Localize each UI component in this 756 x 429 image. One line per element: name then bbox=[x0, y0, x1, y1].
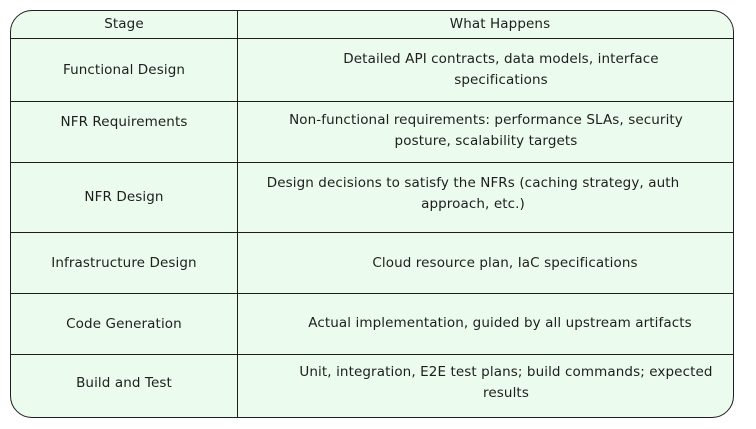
row-divider bbox=[11, 162, 733, 163]
table-row-what: Unit, integration, E2E test plans; build… bbox=[299, 364, 713, 401]
row-divider bbox=[11, 293, 733, 294]
row-divider bbox=[11, 101, 733, 102]
table-row-what: Detailed API contracts, data models, int… bbox=[343, 51, 659, 88]
header-what-happens: What Happens bbox=[449, 16, 551, 32]
table-row-what: Non-functional requirements: performance… bbox=[289, 112, 683, 149]
table-row-what: Design decisions to satisfy the NFRs (ca… bbox=[266, 175, 680, 212]
column-divider bbox=[237, 11, 238, 417]
table-row-stage: NFR Requirements bbox=[60, 113, 188, 130]
table-row-what: Actual implementation, guided by all ups… bbox=[308, 315, 692, 331]
header-stage: Stage bbox=[104, 16, 144, 32]
table-row-stage: Code Generation bbox=[66, 315, 182, 332]
table-row-stage: NFR Design bbox=[84, 189, 164, 205]
table-row-what: Cloud resource plan, IaC specifications bbox=[372, 255, 638, 271]
table-row-stage: Infrastructure Design bbox=[51, 254, 197, 271]
table-row-stage: Functional Design bbox=[62, 61, 186, 78]
row-divider bbox=[11, 354, 733, 355]
row-divider bbox=[11, 232, 733, 233]
row-divider bbox=[11, 38, 733, 39]
table-row-stage: Build and Test bbox=[76, 374, 172, 391]
stages-table: Stage What Happens Functional Design Det… bbox=[10, 10, 734, 418]
